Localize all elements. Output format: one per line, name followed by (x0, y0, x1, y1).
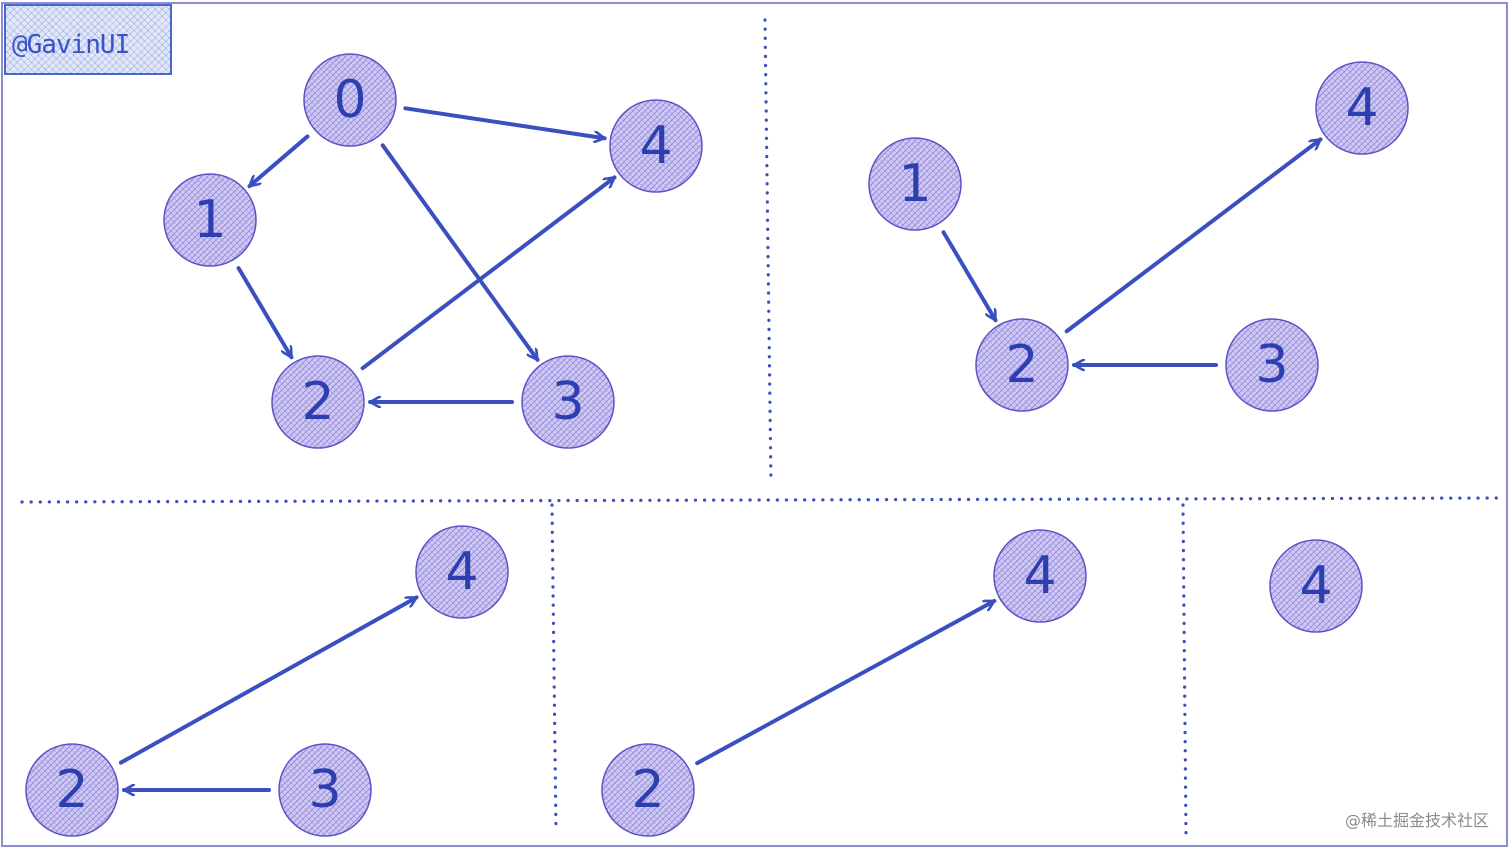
node-p1-3: 3 (521, 355, 615, 449)
node-label: 1 (193, 190, 226, 250)
node-circle (278, 743, 372, 837)
node-label: 3 (551, 372, 584, 432)
node-p4-4: 4 (993, 529, 1087, 623)
divider-top-vertical (763, 18, 773, 486)
node-p5-4: 4 (1269, 539, 1363, 633)
node-circle (993, 529, 1087, 623)
node-p2-2: 2 (975, 318, 1069, 412)
node-p2-3: 3 (1225, 318, 1319, 412)
node-label: 4 (445, 542, 478, 602)
node-label: 2 (301, 372, 334, 432)
node-label: 2 (55, 760, 88, 820)
node-circle (1225, 318, 1319, 412)
nodes: 0 1 2 3 4 1 2 3 4 2 3 4 2 4 4 (25, 53, 1409, 837)
edge-p1-0-to-3 (380, 143, 540, 362)
node-circle (303, 53, 397, 147)
edge-p1-0-to-4 (403, 106, 607, 138)
divider-bottom-left-vertical (550, 503, 558, 834)
node-label: 0 (333, 70, 366, 130)
node-circle (271, 355, 365, 449)
node-label: 2 (631, 760, 664, 820)
node-label: 2 (1005, 335, 1038, 395)
edge-p1-2-to-4 (360, 175, 617, 371)
node-circle (975, 318, 1069, 412)
node-label: 3 (1255, 335, 1288, 395)
edge-p4-2-to-4 (695, 598, 997, 766)
node-p3-3: 3 (278, 743, 372, 837)
node-circle (163, 173, 257, 267)
node-p2-1: 1 (868, 137, 962, 231)
node-circle (1269, 539, 1363, 633)
node-label: 3 (308, 760, 341, 820)
author-badge: @GavinUI (4, 4, 172, 75)
node-p3-4: 4 (415, 525, 509, 619)
node-p2-4: 4 (1315, 61, 1409, 155)
edge-p2-2-to-4 (1064, 137, 1323, 334)
node-p1-4: 4 (609, 99, 703, 193)
edge-p1-1-to-2 (236, 266, 294, 360)
edges (118, 106, 1323, 790)
node-label: 4 (639, 116, 672, 176)
watermark: @稀土掘金技术社区 (1345, 811, 1489, 830)
edge-p3-2-to-4 (118, 595, 419, 765)
node-label: 4 (1299, 556, 1332, 616)
author-badge-text: @GavinUI (12, 30, 130, 60)
node-circle (415, 525, 509, 619)
divider-horizontal (20, 496, 1502, 504)
node-p1-2: 2 (271, 355, 365, 449)
node-circle (868, 137, 962, 231)
node-p1-0: 0 (303, 53, 397, 147)
node-circle (25, 743, 119, 837)
node-circle (521, 355, 615, 449)
divider-bottom-right-vertical (1181, 503, 1188, 837)
node-circle (601, 743, 695, 837)
node-circle (609, 99, 703, 193)
dividers (20, 18, 1502, 837)
node-label: 4 (1345, 78, 1378, 138)
node-label: 4 (1023, 546, 1056, 606)
node-p1-1: 1 (163, 173, 257, 267)
edge-p2-1-to-2 (941, 230, 998, 323)
node-label: 1 (898, 154, 931, 214)
edge-p1-0-to-1 (247, 134, 310, 189)
node-p4-2: 2 (601, 743, 695, 837)
node-p3-2: 2 (25, 743, 119, 837)
node-circle (1315, 61, 1409, 155)
